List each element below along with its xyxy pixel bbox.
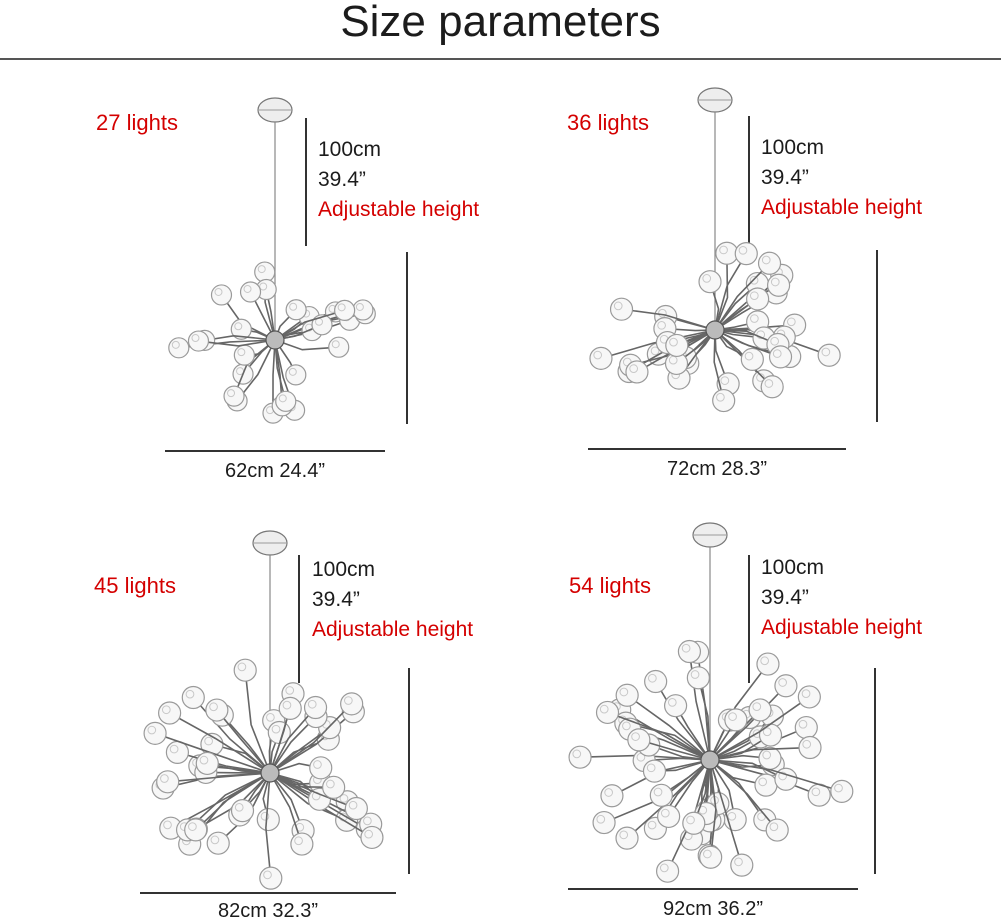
panel-2-width-line xyxy=(588,448,846,450)
panel-2-height-cm: 100cm xyxy=(761,136,825,159)
panel-1-body-height-line xyxy=(406,252,408,424)
panel-1-height-in: 39.4” xyxy=(318,168,366,191)
panel-4-width-label: 92cm 36.2” xyxy=(662,898,764,920)
panel-2-height-in: 39.4” xyxy=(761,166,809,189)
panel-4-chandelier-image xyxy=(568,522,854,883)
panel-4-height-cm: 100cm xyxy=(761,556,825,579)
panel-4-body-height-line xyxy=(874,668,876,874)
panel-1-height-block: 100cm 39.4” Adjustable height xyxy=(318,135,479,225)
panel-2-adjustable-label: Adjustable height xyxy=(761,196,923,219)
panel-3-body-height-line xyxy=(408,668,410,874)
panel-4-adjustable-label: Adjustable height xyxy=(761,616,923,639)
panel-4-height-line xyxy=(748,555,750,683)
panel-2-chandelier-image xyxy=(589,87,841,413)
panel-1-width-line xyxy=(165,450,385,452)
panel-2-height-line xyxy=(748,116,750,244)
panel-2-body-height-line xyxy=(876,250,878,422)
page-title: Size parameters xyxy=(340,0,661,46)
panel-4-height-block: 100cm 39.4” Adjustable height xyxy=(761,553,922,643)
panel-2-width-label: 72cm 28.3” xyxy=(666,458,768,480)
panel-3-width-line xyxy=(140,892,396,894)
panel-3-adjustable-label: Adjustable height xyxy=(312,618,474,641)
panel-2-lights-count: 36 lights xyxy=(567,110,649,135)
panel-3-chandelier-image xyxy=(143,530,384,890)
panel-3-height-line xyxy=(298,555,300,683)
panel-3-width-label: 82cm 32.3” xyxy=(217,900,319,922)
panel-1-adjustable-label: Adjustable height xyxy=(318,198,480,221)
panel-1-height-line xyxy=(305,118,307,246)
title-divider xyxy=(0,58,1001,60)
panel-1-height-cm: 100cm xyxy=(318,138,382,161)
panel-3-lights-count: 45 lights xyxy=(94,573,176,598)
panel-4-width-line xyxy=(568,888,858,890)
panel-2-height-block: 100cm 39.4” Adjustable height xyxy=(761,133,922,223)
panel-1-lights-count: 27 lights xyxy=(96,110,178,135)
panel-3-height-in: 39.4” xyxy=(312,588,360,611)
panel-4-height-in: 39.4” xyxy=(761,586,809,609)
panel-3-height-block: 100cm 39.4” Adjustable height xyxy=(312,555,473,645)
panel-4-lights-count: 54 lights xyxy=(569,573,651,598)
panel-1-width-label: 62cm 24.4” xyxy=(224,460,326,482)
panel-1-chandelier-image xyxy=(168,97,376,424)
panel-3-height-cm: 100cm xyxy=(312,558,376,581)
